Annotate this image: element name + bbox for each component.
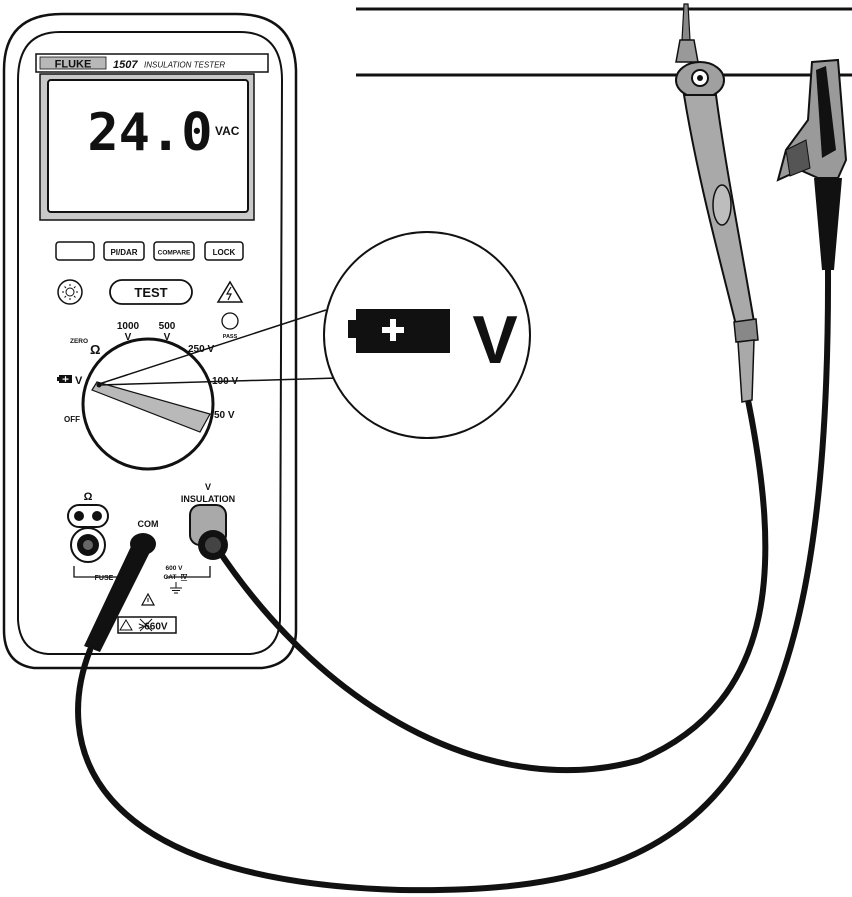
- dial-label-50v: 50 V: [214, 410, 235, 421]
- ohm-zero-jack[interactable]: [67, 504, 109, 528]
- fuse-label: FUSE: [95, 575, 114, 582]
- jack-label-v: V: [205, 482, 211, 492]
- dial-battery-icon: [57, 375, 72, 383]
- lcd-unit: VAC: [215, 124, 240, 138]
- blank-button[interactable]: [55, 241, 95, 261]
- dial-label-battery-v: V: [75, 375, 83, 387]
- pi-dar-button-label: PI/DAR: [110, 248, 137, 257]
- cat-number-label: IV: [181, 574, 188, 581]
- backlight-sun-icon: [62, 284, 78, 300]
- jack-label-ohm: Ω: [84, 491, 93, 503]
- pass-indicator: PASS: [221, 312, 239, 340]
- insulation-lead-plug: [198, 530, 228, 560]
- brand-strip: FLUKE 1507 INSULATION TESTER: [35, 53, 269, 73]
- lcd-display: 24.0 VAC: [39, 73, 255, 221]
- backlight-button[interactable]: [57, 279, 83, 305]
- insulation-lead-wire: [212, 397, 769, 774]
- test-button-label: TEST: [134, 285, 167, 300]
- dial-labels: ZERO Ω 1000 V 500 V 250 V 100 V 50 V V O…: [57, 321, 238, 424]
- rotary-dial[interactable]: [81, 337, 215, 471]
- callout-battery-icon: [348, 309, 450, 353]
- compare-button-label: COMPARE: [158, 250, 191, 257]
- lcd-reading: 24.0: [87, 103, 212, 163]
- dial-label-500-unit: V: [164, 332, 171, 343]
- test-probe-icon: [675, 3, 759, 403]
- test-button[interactable]: TEST: [109, 279, 193, 305]
- pass-label: PASS: [223, 334, 238, 340]
- dial-pointer: [91, 381, 211, 433]
- max-voltage-warning: >660V: [117, 616, 177, 634]
- dial-label-500: 500: [159, 321, 176, 332]
- alligator-clip-icon: [776, 58, 848, 270]
- com-lead-wire: [75, 267, 832, 894]
- com-lead-plug: [84, 533, 156, 652]
- lock-button[interactable]: LOCK: [204, 241, 244, 261]
- callout-magnifier: V: [98, 231, 531, 439]
- dial-label-off: OFF: [64, 415, 80, 424]
- ground-symbol-icon: [170, 582, 182, 594]
- jack-label-insulation: INSULATION: [181, 494, 235, 504]
- model-subtitle: INSULATION TESTER: [144, 61, 225, 70]
- cat-label: CAT: [164, 574, 177, 581]
- dial-label-1000-unit: V: [125, 332, 132, 343]
- compare-button[interactable]: COMPARE: [153, 241, 195, 261]
- ohm-jack[interactable]: [70, 527, 106, 563]
- pi-dar-button[interactable]: PI/DAR: [103, 241, 145, 261]
- brand-logo: FLUKE: [55, 59, 92, 71]
- max-voltage-label: >660V: [138, 622, 168, 633]
- model-number: 1507: [113, 59, 138, 71]
- high-voltage-warning-icon: [216, 280, 244, 303]
- jack-label-com: COM: [138, 519, 159, 529]
- test-lead-wires: [75, 267, 832, 894]
- callout-label: V: [472, 302, 517, 378]
- lock-button-label: LOCK: [213, 248, 236, 257]
- dial-label-zero: ZERO: [70, 338, 88, 345]
- dial-label-250v: 250 V: [188, 344, 214, 355]
- cat-voltage-label: 600 V: [166, 565, 184, 572]
- caution-triangle-icon: [140, 592, 156, 606]
- dial-label-1000: 1000: [117, 321, 140, 332]
- button-row: PI/DAR COMPARE LOCK: [55, 241, 244, 261]
- dial-label-ohm: Ω: [90, 342, 100, 357]
